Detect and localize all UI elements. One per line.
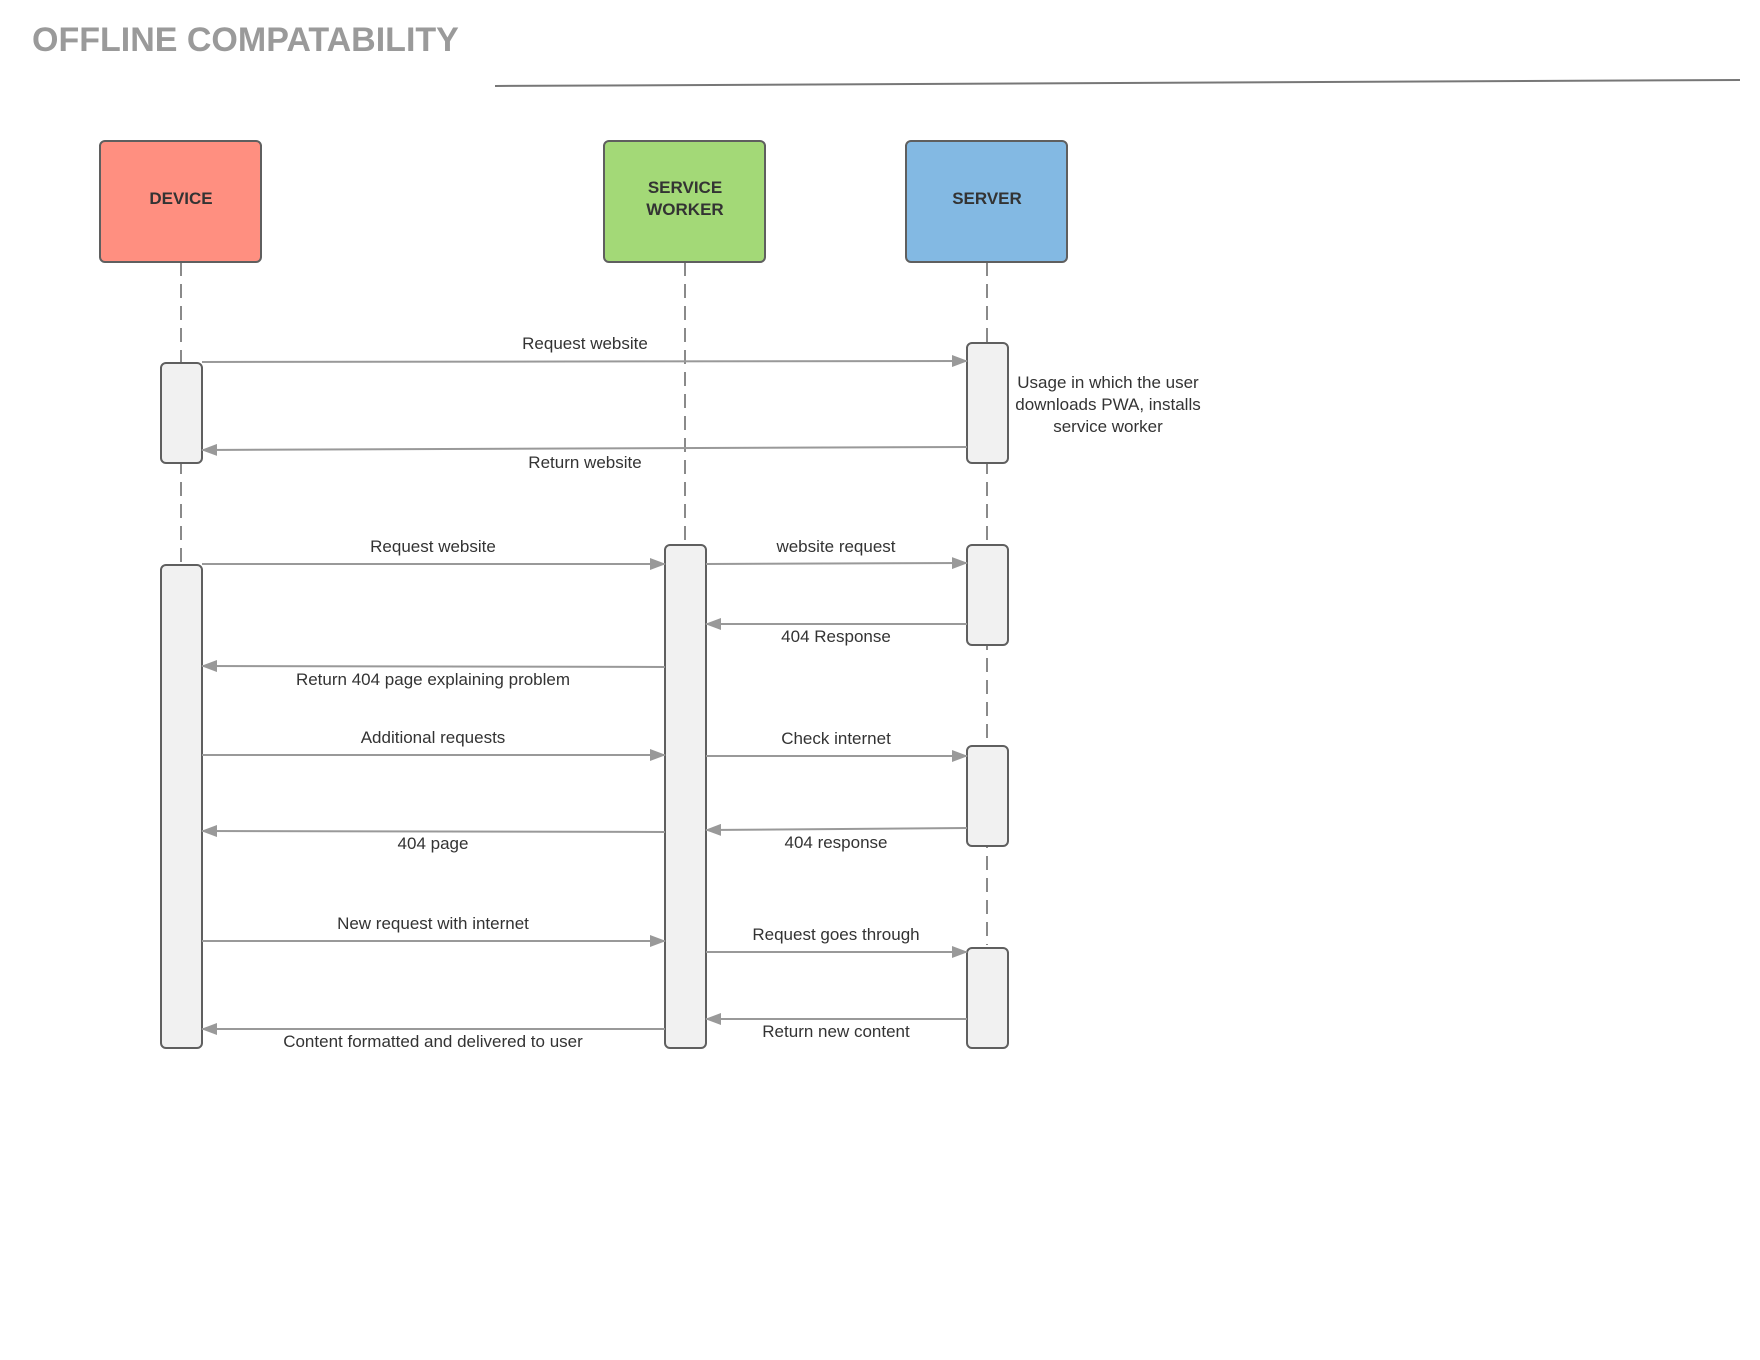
activation-server-4 — [966, 947, 1009, 1049]
usage-note-line2: downloads PWA, installs — [1015, 395, 1201, 414]
actor-server-box — [905, 140, 1068, 263]
actor-device: DEVICE — [99, 140, 262, 263]
message-label-404-page: 404 page — [398, 834, 469, 853]
message-label-additional-requests: Additional requests — [361, 728, 506, 747]
activation-device-2 — [160, 564, 203, 1049]
title-underline — [494, 79, 1741, 87]
activation-device-1 — [160, 362, 203, 464]
message-label-404-response-2: 404 response — [784, 833, 887, 852]
actor-device-label: DEVICE — [149, 189, 212, 208]
actor-device-box — [99, 140, 262, 263]
diagram-title: OFFLINE COMPATABILITY — [32, 21, 459, 59]
usage-note-line3: service worker — [1053, 417, 1163, 436]
message-label-request-website-2: Request website — [370, 537, 496, 556]
actor-server-label: SERVER — [952, 189, 1022, 208]
message-label-return-new-content: Return new content — [762, 1022, 910, 1041]
message-label-new-request: New request with internet — [337, 914, 529, 933]
usage-note-line1: Usage in which the user — [1017, 373, 1199, 392]
arrow-website-request — [705, 557, 968, 570]
message-label-request-website-1: Request website — [522, 334, 648, 353]
message-label-404-response-1: 404 Response — [781, 627, 891, 646]
activation-service-worker — [664, 544, 707, 1049]
actor-server: SERVER — [905, 140, 1068, 263]
actor-service-worker: SERVICE WORKER — [603, 140, 766, 263]
message-label-check-internet: Check internet — [781, 729, 891, 748]
activation-server-1 — [966, 342, 1009, 464]
arrow-return-website — [201, 443, 968, 456]
actor-service-worker-label-line1: SERVICE — [648, 178, 722, 197]
activation-server-3 — [966, 745, 1009, 847]
message-label-website-request: website request — [775, 537, 895, 556]
arrow-return-404-page — [201, 660, 666, 673]
activation-server-2 — [966, 544, 1009, 646]
message-label-return-website: Return website — [528, 453, 641, 472]
message-label-return-404-page: Return 404 page explaining problem — [296, 670, 570, 689]
arrow-404-response-2 — [705, 823, 968, 836]
arrow-request-website-1 — [201, 355, 968, 368]
actor-service-worker-label-line2: WORKER — [646, 200, 723, 219]
actor-service-worker-box — [603, 140, 766, 263]
message-label-request-goes-through: Request goes through — [752, 925, 919, 944]
usage-note: Usage in which the user downloads PWA, i… — [1015, 373, 1201, 436]
message-label-content-delivered: Content formatted and delivered to user — [283, 1032, 583, 1051]
arrow-404-page — [201, 825, 666, 838]
